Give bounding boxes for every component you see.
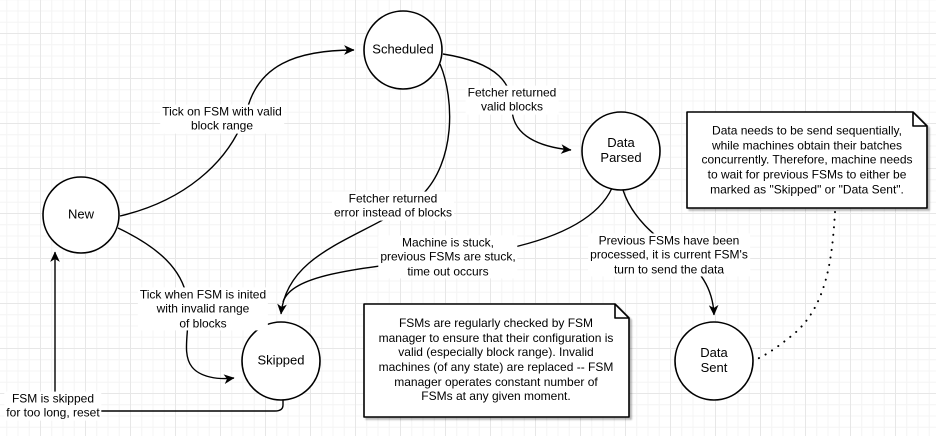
note-sequential-send-text: Data needs to be send sequentially, whil… <box>701 123 913 196</box>
edge-skipped-to-new-reset <box>50 251 284 412</box>
state-data-parsed-label: Data Parsed <box>600 135 642 165</box>
edge-label-tick-valid-range: Tick on FSM with valid block range <box>160 104 284 134</box>
note-fsm-manager-text: FSMs are regularly checked by FSM manage… <box>378 316 614 404</box>
note-sequential-send-fold-icon <box>912 112 927 127</box>
state-new-label: New <box>67 206 95 222</box>
state-scheduled-label: Scheduled <box>372 41 434 57</box>
edge-note-to-data-sent-dotted <box>756 211 836 360</box>
state-scheduled-shape <box>363 10 443 90</box>
note-sequential-send-shape <box>686 111 928 209</box>
edge-label-fetcher-valid-blocks: Fetcher returned valid blocks <box>465 85 559 115</box>
state-new-shape <box>42 176 120 254</box>
edge-label-tick-invalid-range: Tick when FSM is inited with invalid ran… <box>137 287 269 331</box>
state-data-sent-shape <box>674 321 754 401</box>
state-skipped-label: Skipped <box>257 352 305 368</box>
edge-label-fetcher-error: Fetcher returned error instead of blocks <box>331 191 455 221</box>
note-fsm-manager-shape <box>363 303 630 418</box>
state-skipped-shape <box>241 321 321 401</box>
state-data-sent-label: Data Sent <box>700 345 728 375</box>
state-data-parsed-shape <box>581 111 661 191</box>
edge-label-previous-fsms-processed: Previous FSMs have been processed, it is… <box>588 233 750 277</box>
edge-label-skipped-too-long-reset: FSM is skipped for too long, reset <box>4 391 102 421</box>
edge-label-machine-stuck: Machine is stuck, previous FSMs are stuc… <box>378 235 518 279</box>
note-fsm-manager-fold-icon <box>614 304 629 319</box>
